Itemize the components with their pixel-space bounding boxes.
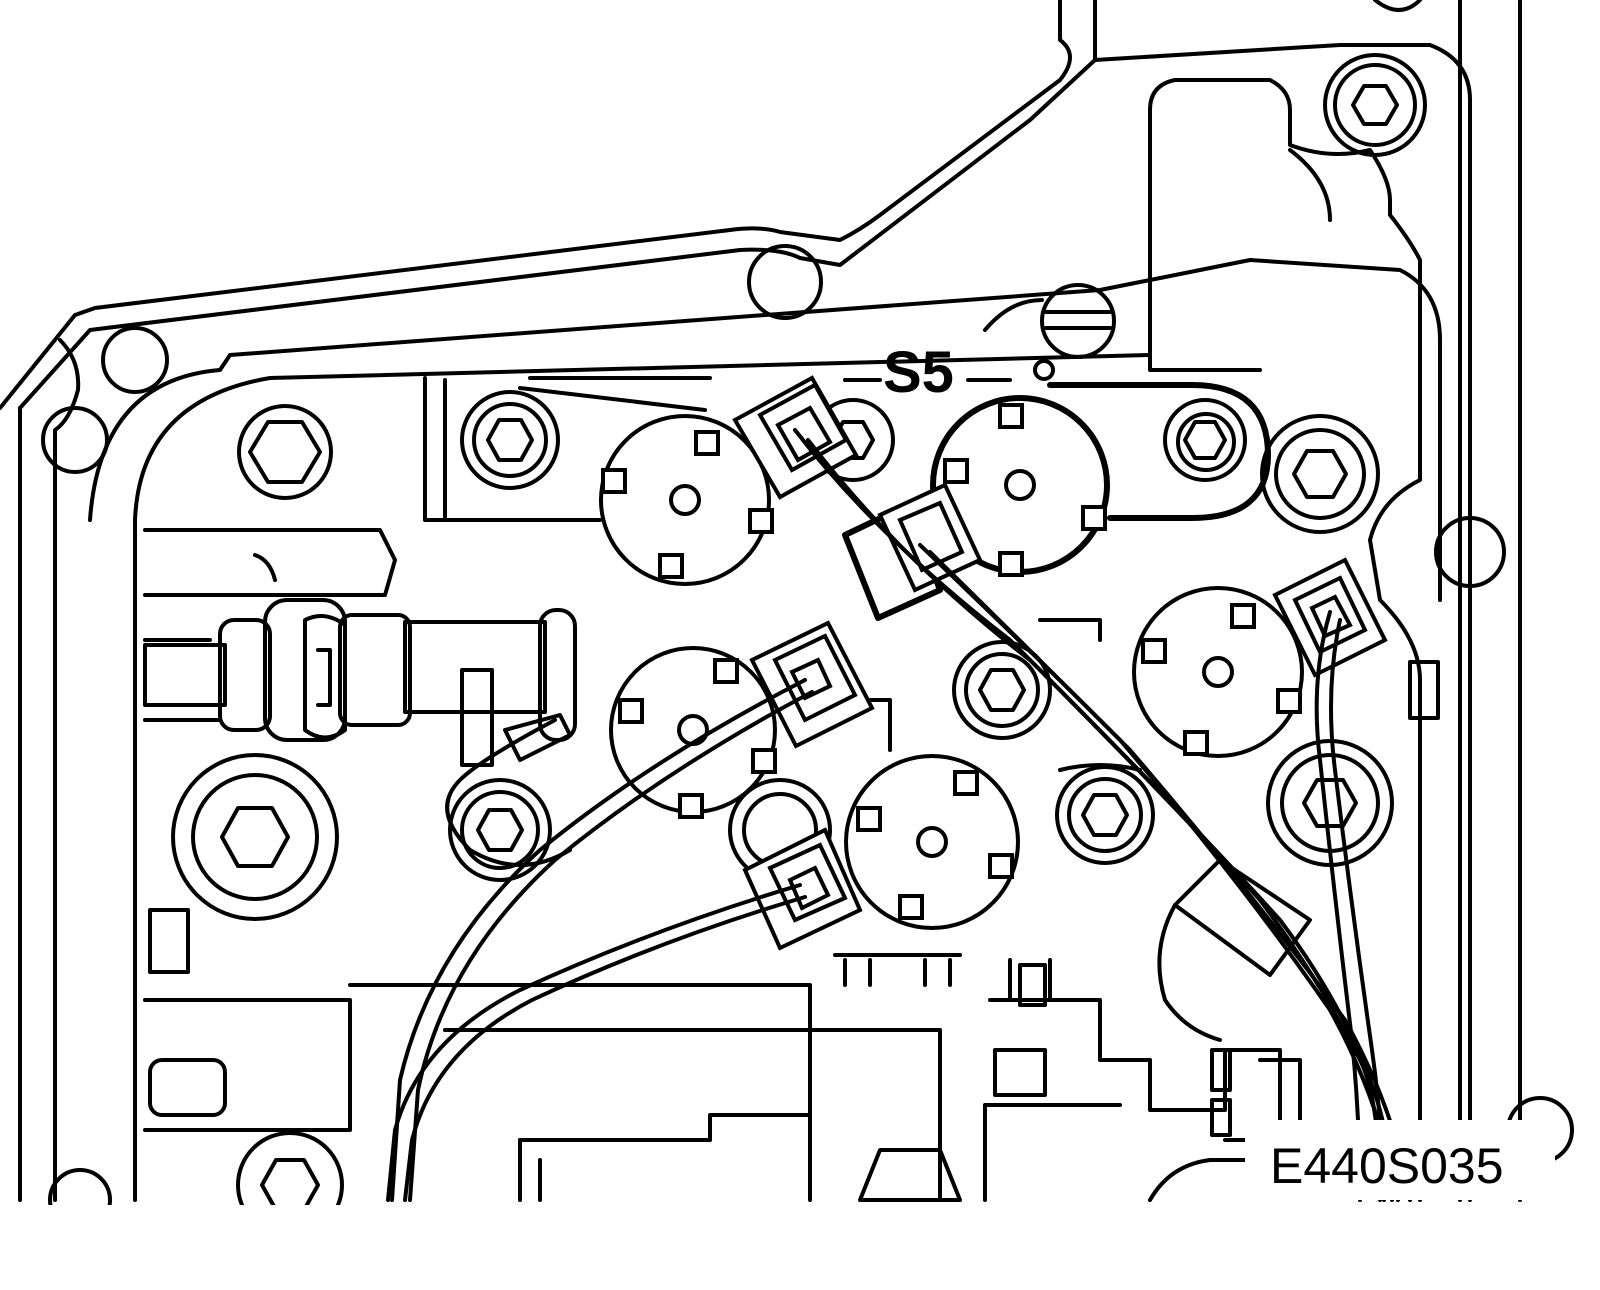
bolt-13 [858, 1148, 962, 1202]
solenoid-valve-s5 [930, 382, 1271, 577]
solenoid-valve-4 [844, 754, 1020, 930]
bolt-2 [460, 390, 560, 490]
bolt-8 [952, 640, 1052, 740]
mounting-holes [41, 244, 1574, 1232]
bolt-4 [1163, 398, 1247, 482]
solenoid-valve-2 [609, 646, 777, 819]
gasket-surface [133, 78, 1422, 1202]
bolt-7 [448, 778, 552, 882]
connector-valve-1 [732, 375, 859, 500]
connector-valve-4 [742, 827, 863, 951]
bolt-9 [1055, 765, 1155, 865]
lower-body [143, 858, 1312, 1202]
solenoid-valve-1 [599, 414, 774, 586]
solenoid-valve-3 [1132, 586, 1440, 758]
callout-label: S5 [883, 340, 954, 405]
bolt-6 [171, 753, 339, 921]
slotted-screw [983, 283, 1116, 381]
bolt-1 [237, 404, 333, 500]
wire-harness [386, 428, 1412, 1202]
figure-id: E440S035 [1270, 1138, 1504, 1194]
bolt-top-right [1323, 53, 1427, 157]
connector-valve-s5 [842, 482, 983, 621]
connector-valve-2 [749, 620, 875, 749]
bolt-5 [1260, 414, 1380, 534]
callout-s5: S5 [843, 340, 1012, 405]
